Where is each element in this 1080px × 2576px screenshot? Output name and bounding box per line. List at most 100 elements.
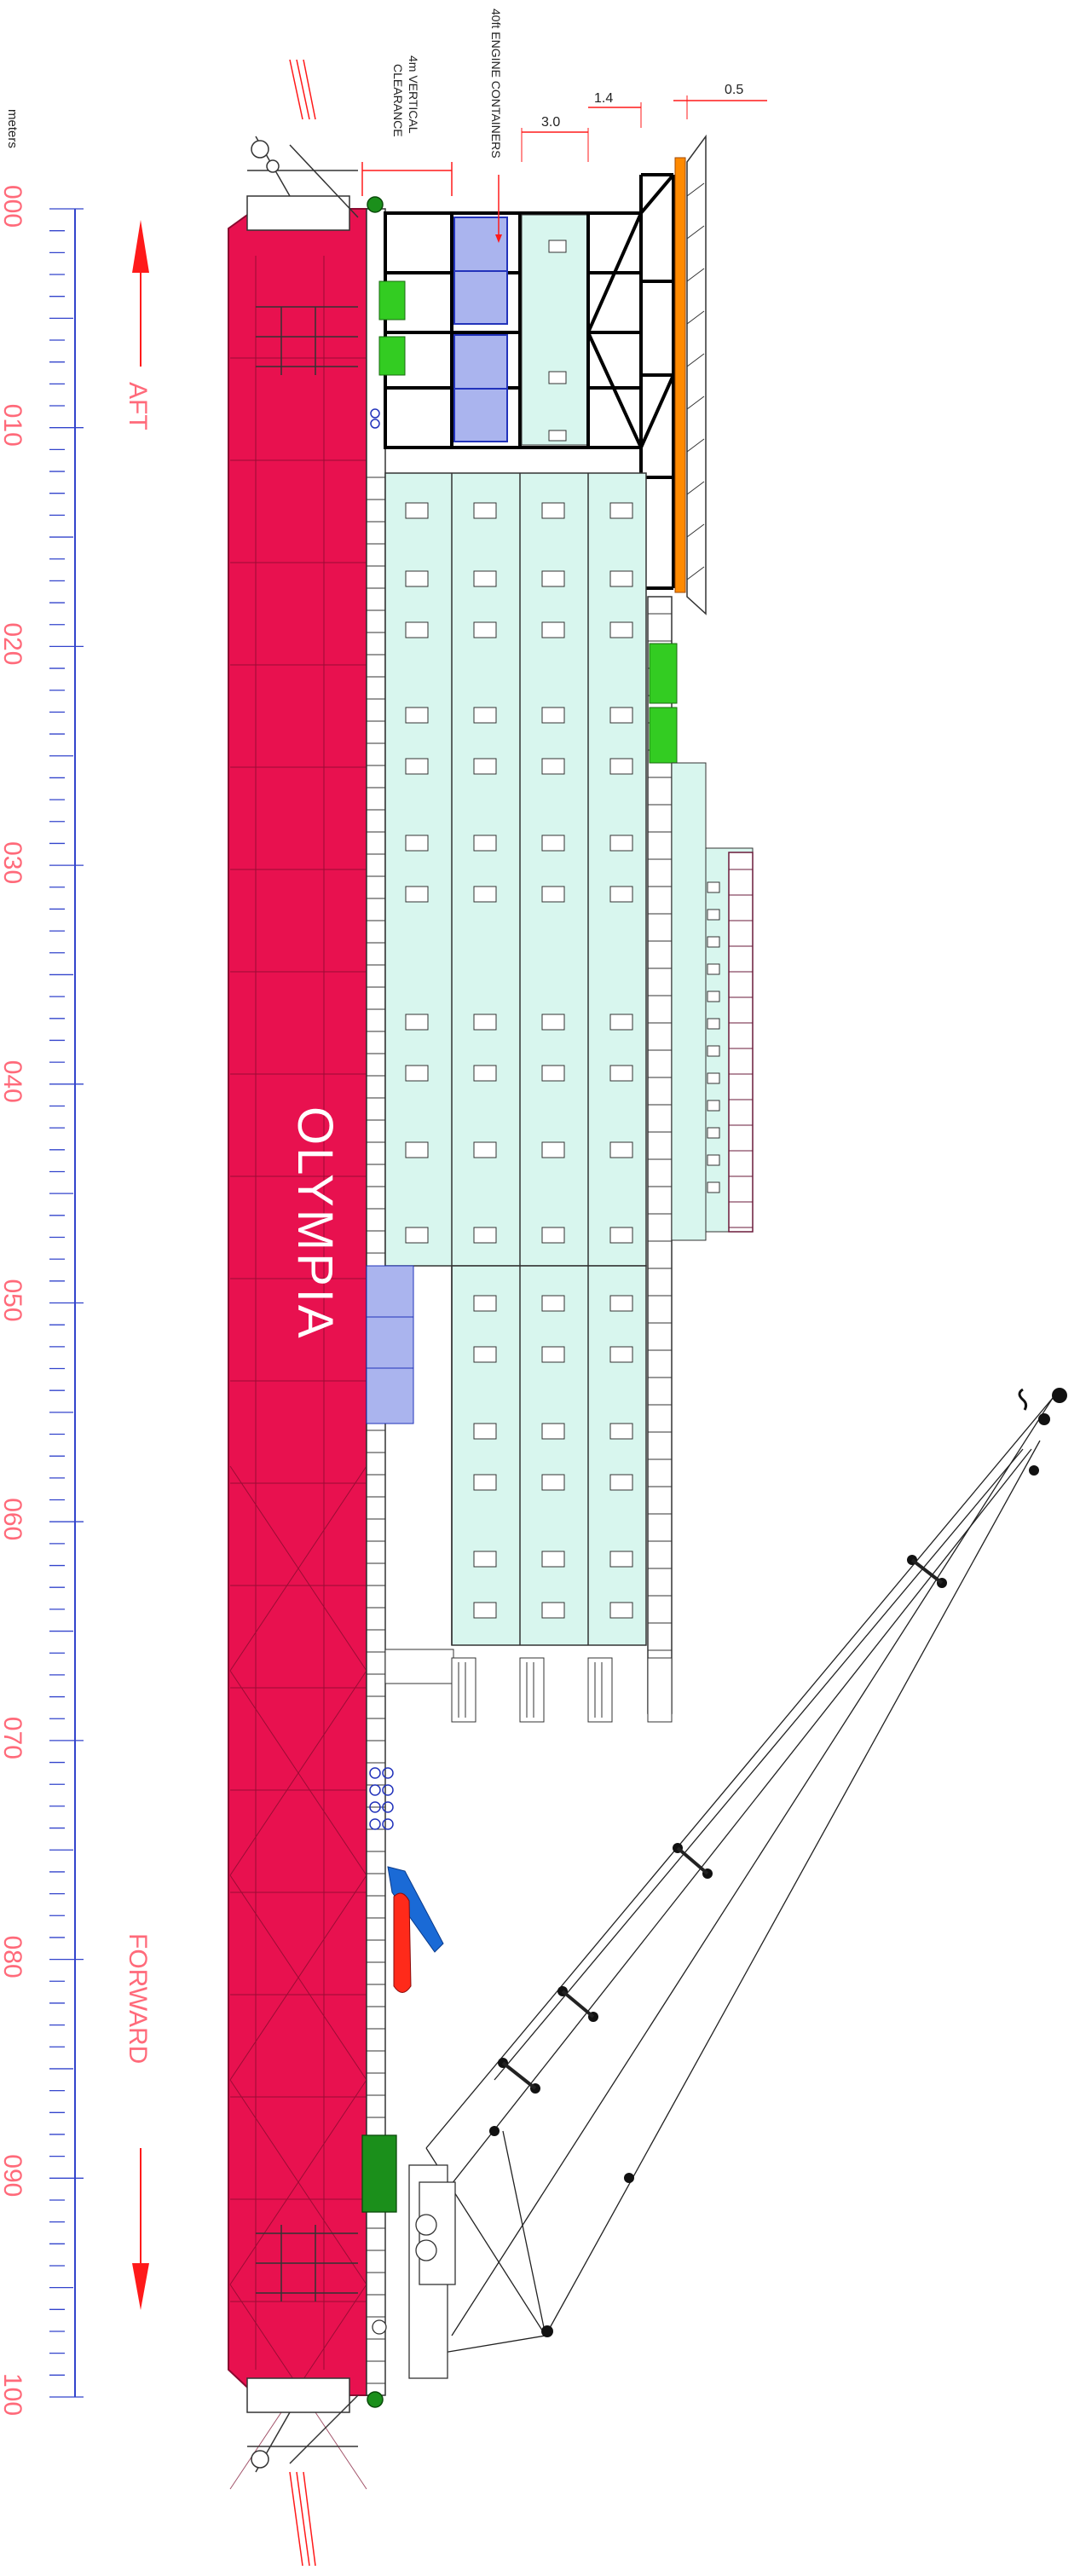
container-window xyxy=(541,1551,565,1568)
container-window xyxy=(473,1141,497,1158)
container-window xyxy=(609,1295,633,1312)
container-window xyxy=(473,1423,497,1440)
scale-tick-label: 080 xyxy=(0,1936,26,1978)
container-window xyxy=(473,1065,497,1082)
aft-indicator: AFT xyxy=(124,220,152,430)
scale-tick-label: 030 xyxy=(0,841,26,884)
container-windows xyxy=(405,502,633,1619)
engine-container xyxy=(366,1367,414,1424)
container-window xyxy=(473,1474,497,1491)
forward-anchor-structure xyxy=(246,2225,384,2567)
container-window xyxy=(473,886,497,903)
aft-anchor-structure xyxy=(246,59,384,375)
scale-unit-label: meters xyxy=(5,109,20,148)
side-window xyxy=(707,963,720,975)
clearance-label-line1: 4m VERTICAL xyxy=(407,55,420,134)
aft-arrow-icon xyxy=(132,220,149,273)
side-window xyxy=(707,1181,720,1193)
side-window xyxy=(707,1045,720,1057)
container-window xyxy=(473,707,497,724)
container-window xyxy=(541,1141,565,1158)
aft-label: AFT xyxy=(124,382,152,430)
container-window xyxy=(473,502,497,519)
green-machinery xyxy=(361,2134,397,2213)
container-window xyxy=(473,758,497,775)
clearance-label-line2: CLEARANCE xyxy=(391,64,405,137)
container-window xyxy=(473,1346,497,1363)
forward-arrow-icon xyxy=(132,2263,149,2310)
container-window xyxy=(405,835,429,852)
scale-tick-label: 060 xyxy=(0,1498,26,1540)
green-machinery xyxy=(649,643,678,704)
container-window xyxy=(473,1602,497,1619)
engine-containers-label: 40ft ENGINE CONTAINERS xyxy=(489,9,503,159)
container-window xyxy=(609,621,633,638)
deck-equipment xyxy=(369,408,444,1993)
scale-tick-label: 070 xyxy=(0,1717,26,1759)
side-window xyxy=(707,1154,720,1166)
container-window xyxy=(541,707,565,724)
rescue-boat xyxy=(393,1892,412,1993)
green-machinery xyxy=(649,707,678,764)
container-window xyxy=(405,1065,429,1082)
container-window xyxy=(609,758,633,775)
main-container-stack xyxy=(366,472,754,1723)
side-window xyxy=(707,1018,720,1030)
right-rail-ticks xyxy=(648,613,672,1706)
container-window xyxy=(609,1141,633,1158)
davit-icon xyxy=(387,1866,444,1953)
containers-upper-block xyxy=(451,1265,647,1646)
container-window xyxy=(541,1423,565,1440)
dimension-1-4: 1.4 xyxy=(594,91,613,106)
container-window xyxy=(405,502,429,519)
side-rail xyxy=(728,852,754,1233)
crane xyxy=(361,1388,1067,2379)
engine-container xyxy=(366,1265,414,1318)
side-block-windows xyxy=(707,881,720,1193)
scale-tick-label: 050 xyxy=(0,1279,26,1322)
container-window xyxy=(609,1065,633,1082)
side-window xyxy=(707,936,720,948)
container-window xyxy=(541,1014,565,1031)
container-window xyxy=(541,1602,565,1619)
side-window xyxy=(707,991,720,1002)
gantry-end xyxy=(686,134,707,615)
container-window xyxy=(541,1227,565,1244)
right-rail xyxy=(647,596,673,1714)
container-window xyxy=(405,1014,429,1031)
green-machinery xyxy=(378,280,406,321)
container-window xyxy=(541,502,565,519)
engine-container xyxy=(366,1316,414,1369)
orange-beam xyxy=(674,157,686,593)
container-window xyxy=(541,835,565,852)
scale-tick-label: 010 xyxy=(0,404,26,447)
green-machinery xyxy=(378,336,406,376)
container-window xyxy=(405,621,429,638)
dimension-0-5: 0.5 xyxy=(725,83,743,97)
container-window xyxy=(473,835,497,852)
side-window xyxy=(707,1072,720,1084)
container-window xyxy=(609,835,633,852)
container-window xyxy=(405,1141,429,1158)
container-window xyxy=(609,1551,633,1568)
scale-tick-label: 040 xyxy=(0,1060,26,1103)
container-window xyxy=(609,502,633,519)
scale-tick-label: 020 xyxy=(0,622,26,665)
container-window xyxy=(541,886,565,903)
side-rail-ticks xyxy=(729,869,753,1228)
container-window xyxy=(405,758,429,775)
forward-label: FORWARD xyxy=(124,1933,152,2064)
scale-tick-label: 000 xyxy=(0,185,26,228)
forward-indicator: FORWARD xyxy=(124,1933,152,2310)
container-window xyxy=(473,621,497,638)
side-window xyxy=(707,1100,720,1112)
container-window xyxy=(405,886,429,903)
side-window xyxy=(707,909,720,921)
container-window xyxy=(609,1346,633,1363)
scale-tick-label: 100 xyxy=(0,2373,26,2416)
container-window xyxy=(405,1227,429,1244)
vessel-name: OLYMPIA xyxy=(287,1106,343,1341)
container-window xyxy=(405,570,429,587)
